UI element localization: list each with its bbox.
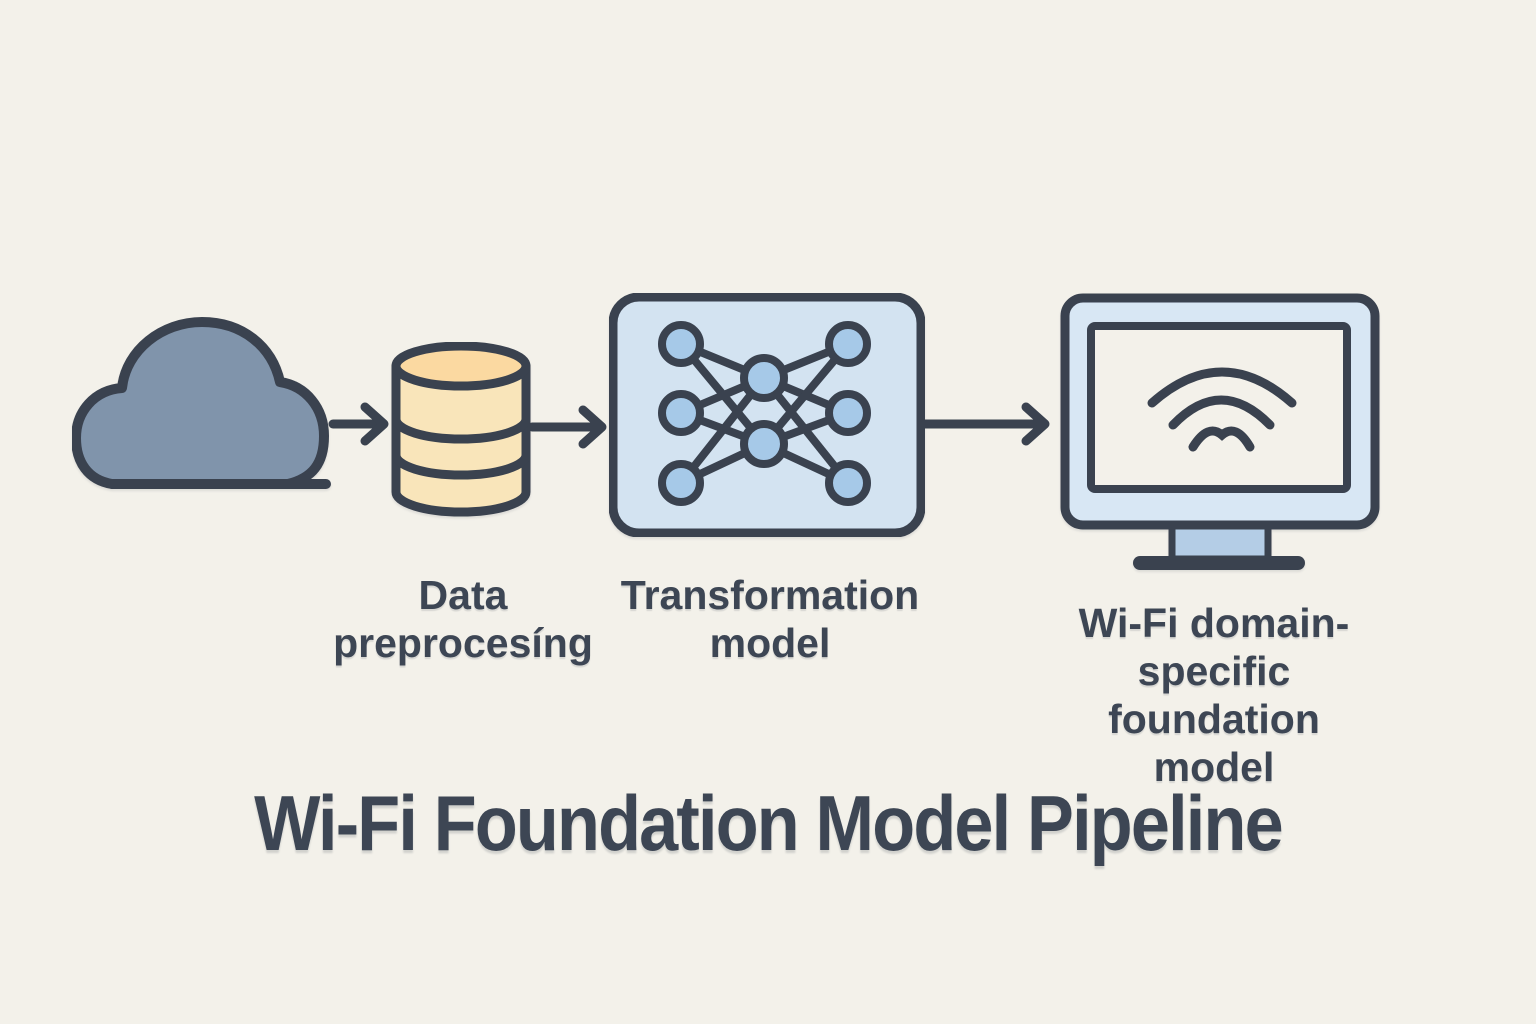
wifi-monitor-icon bbox=[1060, 293, 1380, 570]
stage-label-data-preprocessing: Data preprocesíng bbox=[333, 572, 593, 666]
database-icon bbox=[391, 342, 531, 517]
arrow-icon-2 bbox=[527, 405, 607, 449]
cloud-icon bbox=[72, 317, 331, 489]
arrow-icon-1 bbox=[328, 402, 389, 446]
stage-label-foundation-model: Wi-Fi domain- specific foundation model bbox=[1078, 600, 1350, 790]
neural-network-icon bbox=[609, 293, 925, 537]
diagram-title: Wi-Fi Foundation Model Pipeline bbox=[254, 779, 1283, 867]
stage-label-transformation-model: Transformation model bbox=[620, 572, 920, 666]
arrow-icon-3 bbox=[920, 402, 1050, 446]
